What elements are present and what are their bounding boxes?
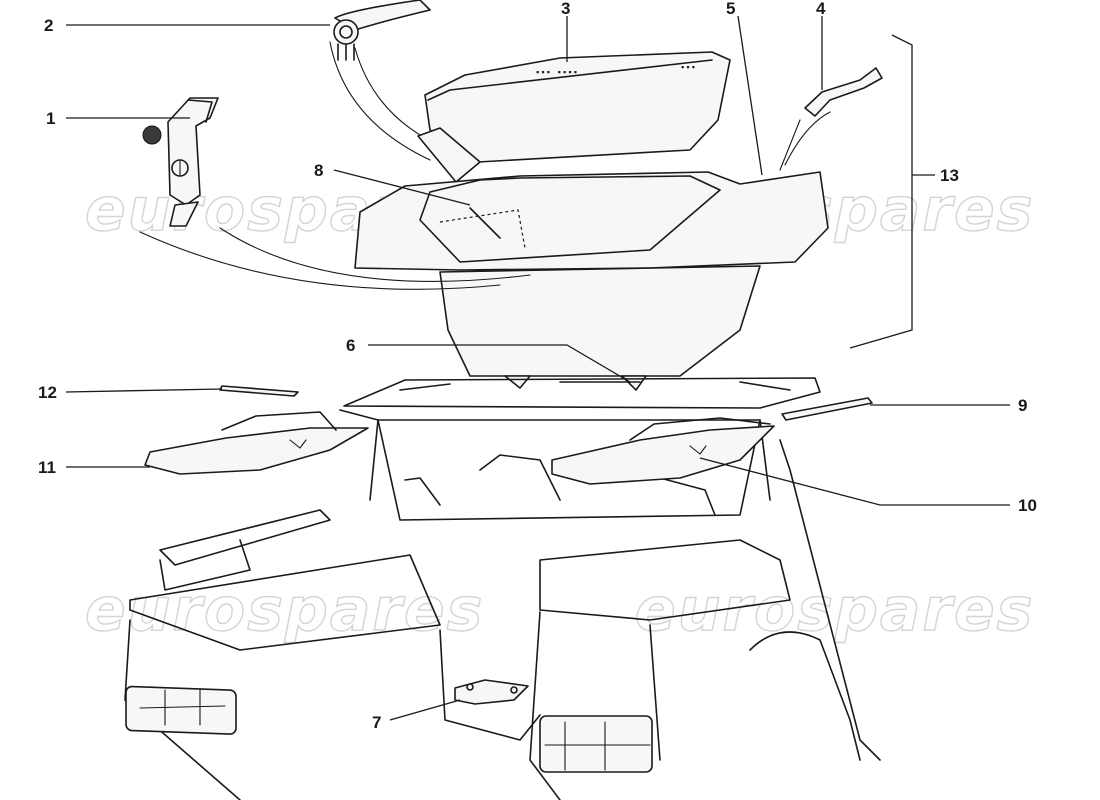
part-9-rod	[781, 397, 873, 421]
part-4-handle	[779, 67, 883, 171]
callout-8: 8	[314, 161, 323, 180]
svg-text:▪▪▪ ▪▪▪▪: ▪▪▪ ▪▪▪▪	[535, 68, 578, 78]
callout-3: 3	[561, 0, 570, 18]
callout-6: 6	[346, 336, 355, 355]
part-1-latch-lock	[142, 97, 219, 227]
vehicle-rear-body	[124, 377, 881, 800]
callout-10: 10	[1018, 496, 1037, 515]
part-2-seal-profile	[329, 0, 451, 161]
callout-13: 13	[940, 166, 959, 185]
svg-text:▪▪▪: ▪▪▪	[680, 63, 696, 73]
callout-2: 2	[44, 16, 53, 35]
part-12-strip	[219, 385, 299, 397]
callout-4: 4	[816, 0, 826, 18]
leader-lines	[65, 15, 1010, 721]
callout-5: 5	[726, 0, 735, 18]
part-11-cushion-left	[144, 411, 369, 475]
watermark-bottom-right: eurospares	[635, 575, 1034, 645]
callout-labels: 1 2 3 4 5 6 7 8 9 10 11 12 13	[38, 0, 1037, 732]
part-7-plate	[454, 679, 529, 705]
callout-1: 1	[46, 109, 55, 128]
bracket-13	[849, 34, 913, 349]
callout-9: 9	[1018, 396, 1027, 415]
callout-7: 7	[372, 713, 381, 732]
watermark-bottom-left: eurospares	[85, 575, 484, 645]
part-3-lid-panel: ▪▪▪ ▪▪▪▪ ▪▪▪	[417, 51, 731, 183]
callout-12: 12	[38, 383, 57, 402]
part-10-cushion-right	[551, 417, 775, 485]
callout-11: 11	[38, 458, 56, 477]
